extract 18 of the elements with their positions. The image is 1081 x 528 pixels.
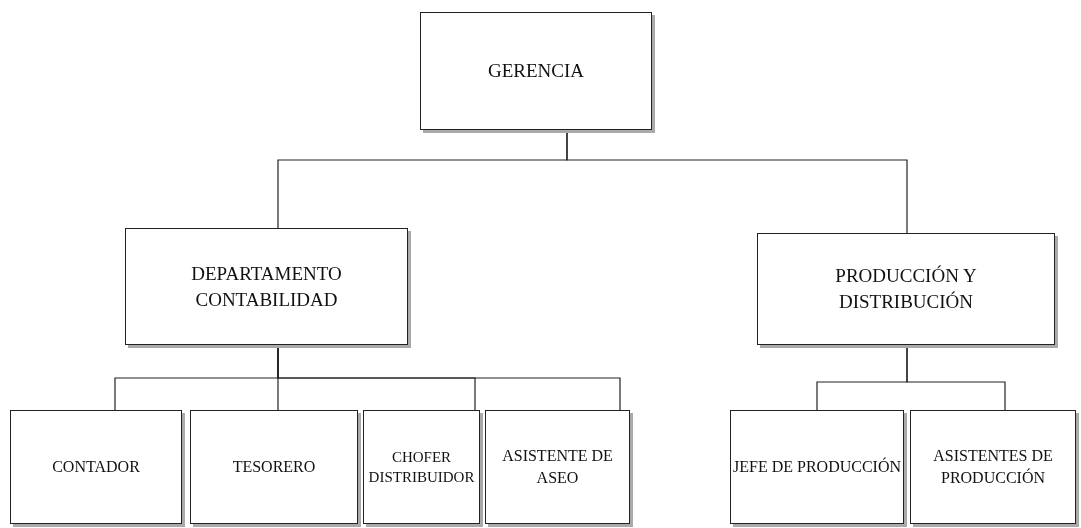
box-label: DEPARTAMENTO CONTABILIDAD [190,261,343,312]
box-label: CHOFER DISTRIBUIDOR [367,447,476,487]
box-label: ASISTENTES DE PRODUCCIÓN [932,446,1054,488]
box-label: JEFE DE PRODUCCIÓN [733,456,901,478]
box-label: ASISTENTE DE ASEO [501,446,614,488]
box-label: TESORERO [232,457,316,478]
org-box [485,410,630,524]
org-box [190,410,358,524]
box-label: GERENCIA [487,59,585,84]
org-box [363,410,480,524]
org-box [10,410,182,524]
box-label: CONTADOR [52,457,140,478]
org-box [420,12,652,130]
org-box [910,410,1076,524]
org-box [757,233,1055,345]
org-box [730,410,904,524]
org-box [125,228,408,345]
box-label: PRODUCCIÓN Y DISTRIBUCIÓN [834,264,978,314]
